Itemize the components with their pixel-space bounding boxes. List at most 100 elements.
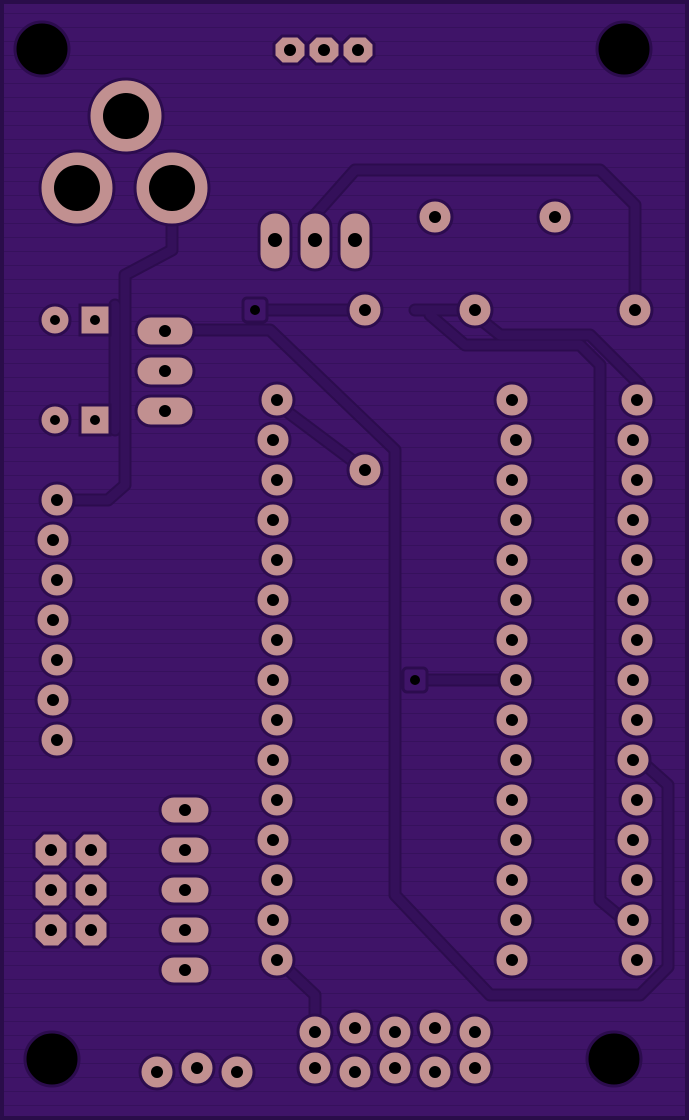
drill-icon bbox=[506, 794, 518, 806]
left-header-7 bbox=[34, 481, 76, 759]
drill-icon bbox=[389, 1062, 401, 1074]
drill-icon bbox=[631, 474, 643, 486]
drill-icon bbox=[469, 304, 481, 316]
drill-icon bbox=[627, 834, 639, 846]
drill-icon bbox=[631, 554, 643, 566]
two-pin-connectors bbox=[38, 303, 112, 437]
drill-icon bbox=[349, 1022, 361, 1034]
drill-icon bbox=[267, 674, 279, 686]
drill-icon bbox=[349, 1066, 361, 1078]
mounting-hole-icon bbox=[595, 20, 653, 78]
drill-icon bbox=[54, 165, 100, 211]
drill-icon bbox=[469, 1026, 481, 1038]
drill-icon bbox=[179, 804, 191, 816]
drill-icon bbox=[506, 554, 518, 566]
icsp-header bbox=[32, 831, 110, 949]
ic-left-column bbox=[254, 381, 296, 979]
oval-header-5 bbox=[158, 794, 212, 986]
ic-right-column bbox=[493, 381, 535, 979]
drill-icon bbox=[47, 614, 59, 626]
drill-icon bbox=[51, 574, 63, 586]
drill-icon bbox=[51, 654, 63, 666]
drill-icon bbox=[267, 754, 279, 766]
drill-icon bbox=[179, 924, 191, 936]
drill-icon bbox=[410, 675, 420, 685]
drill-icon bbox=[510, 434, 522, 446]
drill-icon bbox=[271, 474, 283, 486]
drill-icon bbox=[50, 415, 60, 425]
drill-icon bbox=[506, 474, 518, 486]
drill-icon bbox=[151, 1066, 163, 1078]
drill-icon bbox=[45, 924, 57, 936]
drill-icon bbox=[627, 514, 639, 526]
drill-icon bbox=[308, 233, 322, 247]
drill-icon bbox=[179, 964, 191, 976]
drill-icon bbox=[631, 634, 643, 646]
single-pads bbox=[346, 198, 654, 489]
oval-header-3 bbox=[134, 314, 196, 428]
drill-icon bbox=[627, 914, 639, 926]
drill-icon bbox=[50, 315, 60, 325]
drill-icon bbox=[284, 44, 296, 56]
drill-icon bbox=[149, 165, 195, 211]
barrel-jack bbox=[38, 77, 211, 227]
drill-icon bbox=[85, 844, 97, 856]
drill-icon bbox=[309, 1026, 321, 1038]
drill-icon bbox=[47, 534, 59, 546]
drill-icon bbox=[271, 954, 283, 966]
drill-icon bbox=[627, 674, 639, 686]
drill-icon bbox=[45, 844, 57, 856]
drill-icon bbox=[510, 674, 522, 686]
drill-icon bbox=[159, 365, 171, 377]
drill-icon bbox=[352, 44, 364, 56]
drill-icon bbox=[45, 884, 57, 896]
drill-icon bbox=[267, 594, 279, 606]
drill-icon bbox=[469, 1062, 481, 1074]
drill-icon bbox=[231, 1066, 243, 1078]
mounting-hole-icon bbox=[585, 1030, 643, 1088]
drill-icon bbox=[271, 874, 283, 886]
drill-icon bbox=[85, 924, 97, 936]
drill-icon bbox=[429, 1066, 441, 1078]
drill-icon bbox=[271, 554, 283, 566]
drill-icon bbox=[506, 634, 518, 646]
drill-icon bbox=[271, 794, 283, 806]
bottom-header bbox=[296, 1009, 494, 1091]
drill-icon bbox=[309, 1062, 321, 1074]
drill-icon bbox=[348, 233, 362, 247]
drill-icon bbox=[90, 415, 100, 425]
drill-icon bbox=[250, 305, 260, 315]
drill-icon bbox=[506, 714, 518, 726]
mounting-hole-icon bbox=[13, 20, 71, 78]
drill-icon bbox=[631, 714, 643, 726]
drill-icon bbox=[267, 834, 279, 846]
drill-icon bbox=[429, 1022, 441, 1034]
drill-icon bbox=[510, 514, 522, 526]
drill-icon bbox=[51, 494, 63, 506]
drill-icon bbox=[549, 211, 561, 223]
top-header bbox=[272, 34, 376, 66]
drill-icon bbox=[429, 211, 441, 223]
drill-icon bbox=[318, 44, 330, 56]
drill-icon bbox=[179, 844, 191, 856]
drill-icon bbox=[359, 464, 371, 476]
drill-icon bbox=[267, 514, 279, 526]
drill-icon bbox=[47, 694, 59, 706]
drill-icon bbox=[631, 794, 643, 806]
drill-icon bbox=[271, 714, 283, 726]
drill-icon bbox=[159, 405, 171, 417]
module-column bbox=[614, 381, 656, 979]
drill-icon bbox=[191, 1062, 203, 1074]
drill-icon bbox=[510, 914, 522, 926]
drill-icon bbox=[510, 754, 522, 766]
drill-icon bbox=[85, 884, 97, 896]
drill-icon bbox=[506, 954, 518, 966]
drill-icon bbox=[267, 434, 279, 446]
drill-icon bbox=[631, 394, 643, 406]
mounting-hole-icon bbox=[23, 1030, 81, 1088]
drill-icon bbox=[631, 954, 643, 966]
drill-icon bbox=[359, 304, 371, 316]
drill-icon bbox=[629, 304, 641, 316]
drill-icon bbox=[389, 1026, 401, 1038]
